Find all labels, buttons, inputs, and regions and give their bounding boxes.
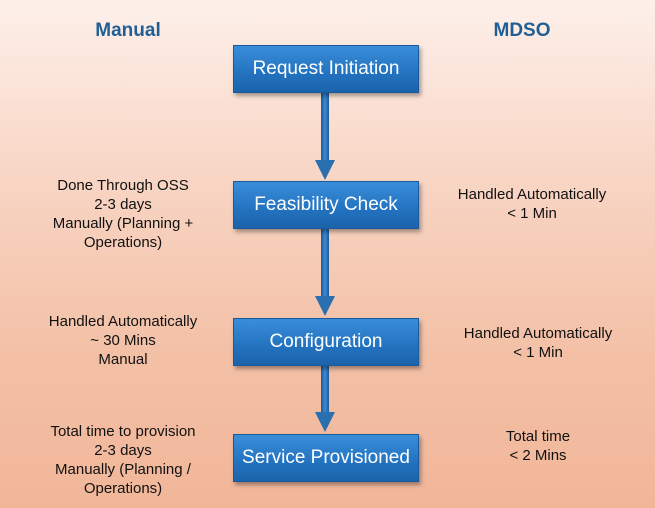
note-line: Manually (Planning + [52, 215, 194, 232]
note-line: Handled Automatically [463, 325, 613, 342]
note-line: < 2 Mins [509, 447, 567, 464]
mdso-column-heading: MDSO [493, 20, 551, 41]
note-line: ~ 30 Mins [90, 332, 156, 349]
mdso-note-feasibility: Handled Automatically < 1 Min [428, 185, 636, 223]
note-line: Total time to provision [50, 423, 196, 440]
arrow-configuration-to-provisioned [315, 364, 335, 432]
note-line: Handled Automatically [48, 313, 198, 330]
step-feasibility-check: Feasibility Check [233, 181, 419, 229]
note-line: < 1 Min [513, 344, 563, 361]
note-line: Handled Automatically [457, 186, 607, 203]
step-request-initiation: Request Initiation [233, 45, 419, 93]
mdso-note-configuration: Handled Automatically < 1 Min [434, 324, 642, 362]
note-line: 2-3 days [94, 196, 152, 213]
manual-column-heading: Manual [95, 20, 161, 41]
manual-note-feasibility: Done Through OSS 2-3 days Manually (Plan… [18, 176, 228, 252]
note-line: < 1 Min [507, 205, 557, 222]
manual-note-provisioned: Total time to provision 2-3 days Manuall… [18, 422, 228, 498]
manual-note-configuration: Handled Automatically ~ 30 Mins Manual [18, 312, 228, 369]
step-configuration: Configuration [233, 318, 419, 366]
note-line: Operations) [83, 480, 163, 497]
arrow-request-to-feasibility [315, 91, 335, 180]
note-line: Manually (Planning / [55, 461, 191, 478]
note-line: Manual [98, 351, 148, 368]
mdso-note-provisioned: Total time < 2 Mins [434, 427, 642, 465]
note-line: Operations) [83, 234, 163, 251]
arrow-feasibility-to-configuration [315, 227, 335, 316]
note-line: Total time [505, 428, 571, 445]
note-line: 2-3 days [94, 442, 152, 459]
note-line: Done Through OSS [57, 177, 189, 194]
step-service-provisioned: Service Provisioned [233, 434, 419, 482]
